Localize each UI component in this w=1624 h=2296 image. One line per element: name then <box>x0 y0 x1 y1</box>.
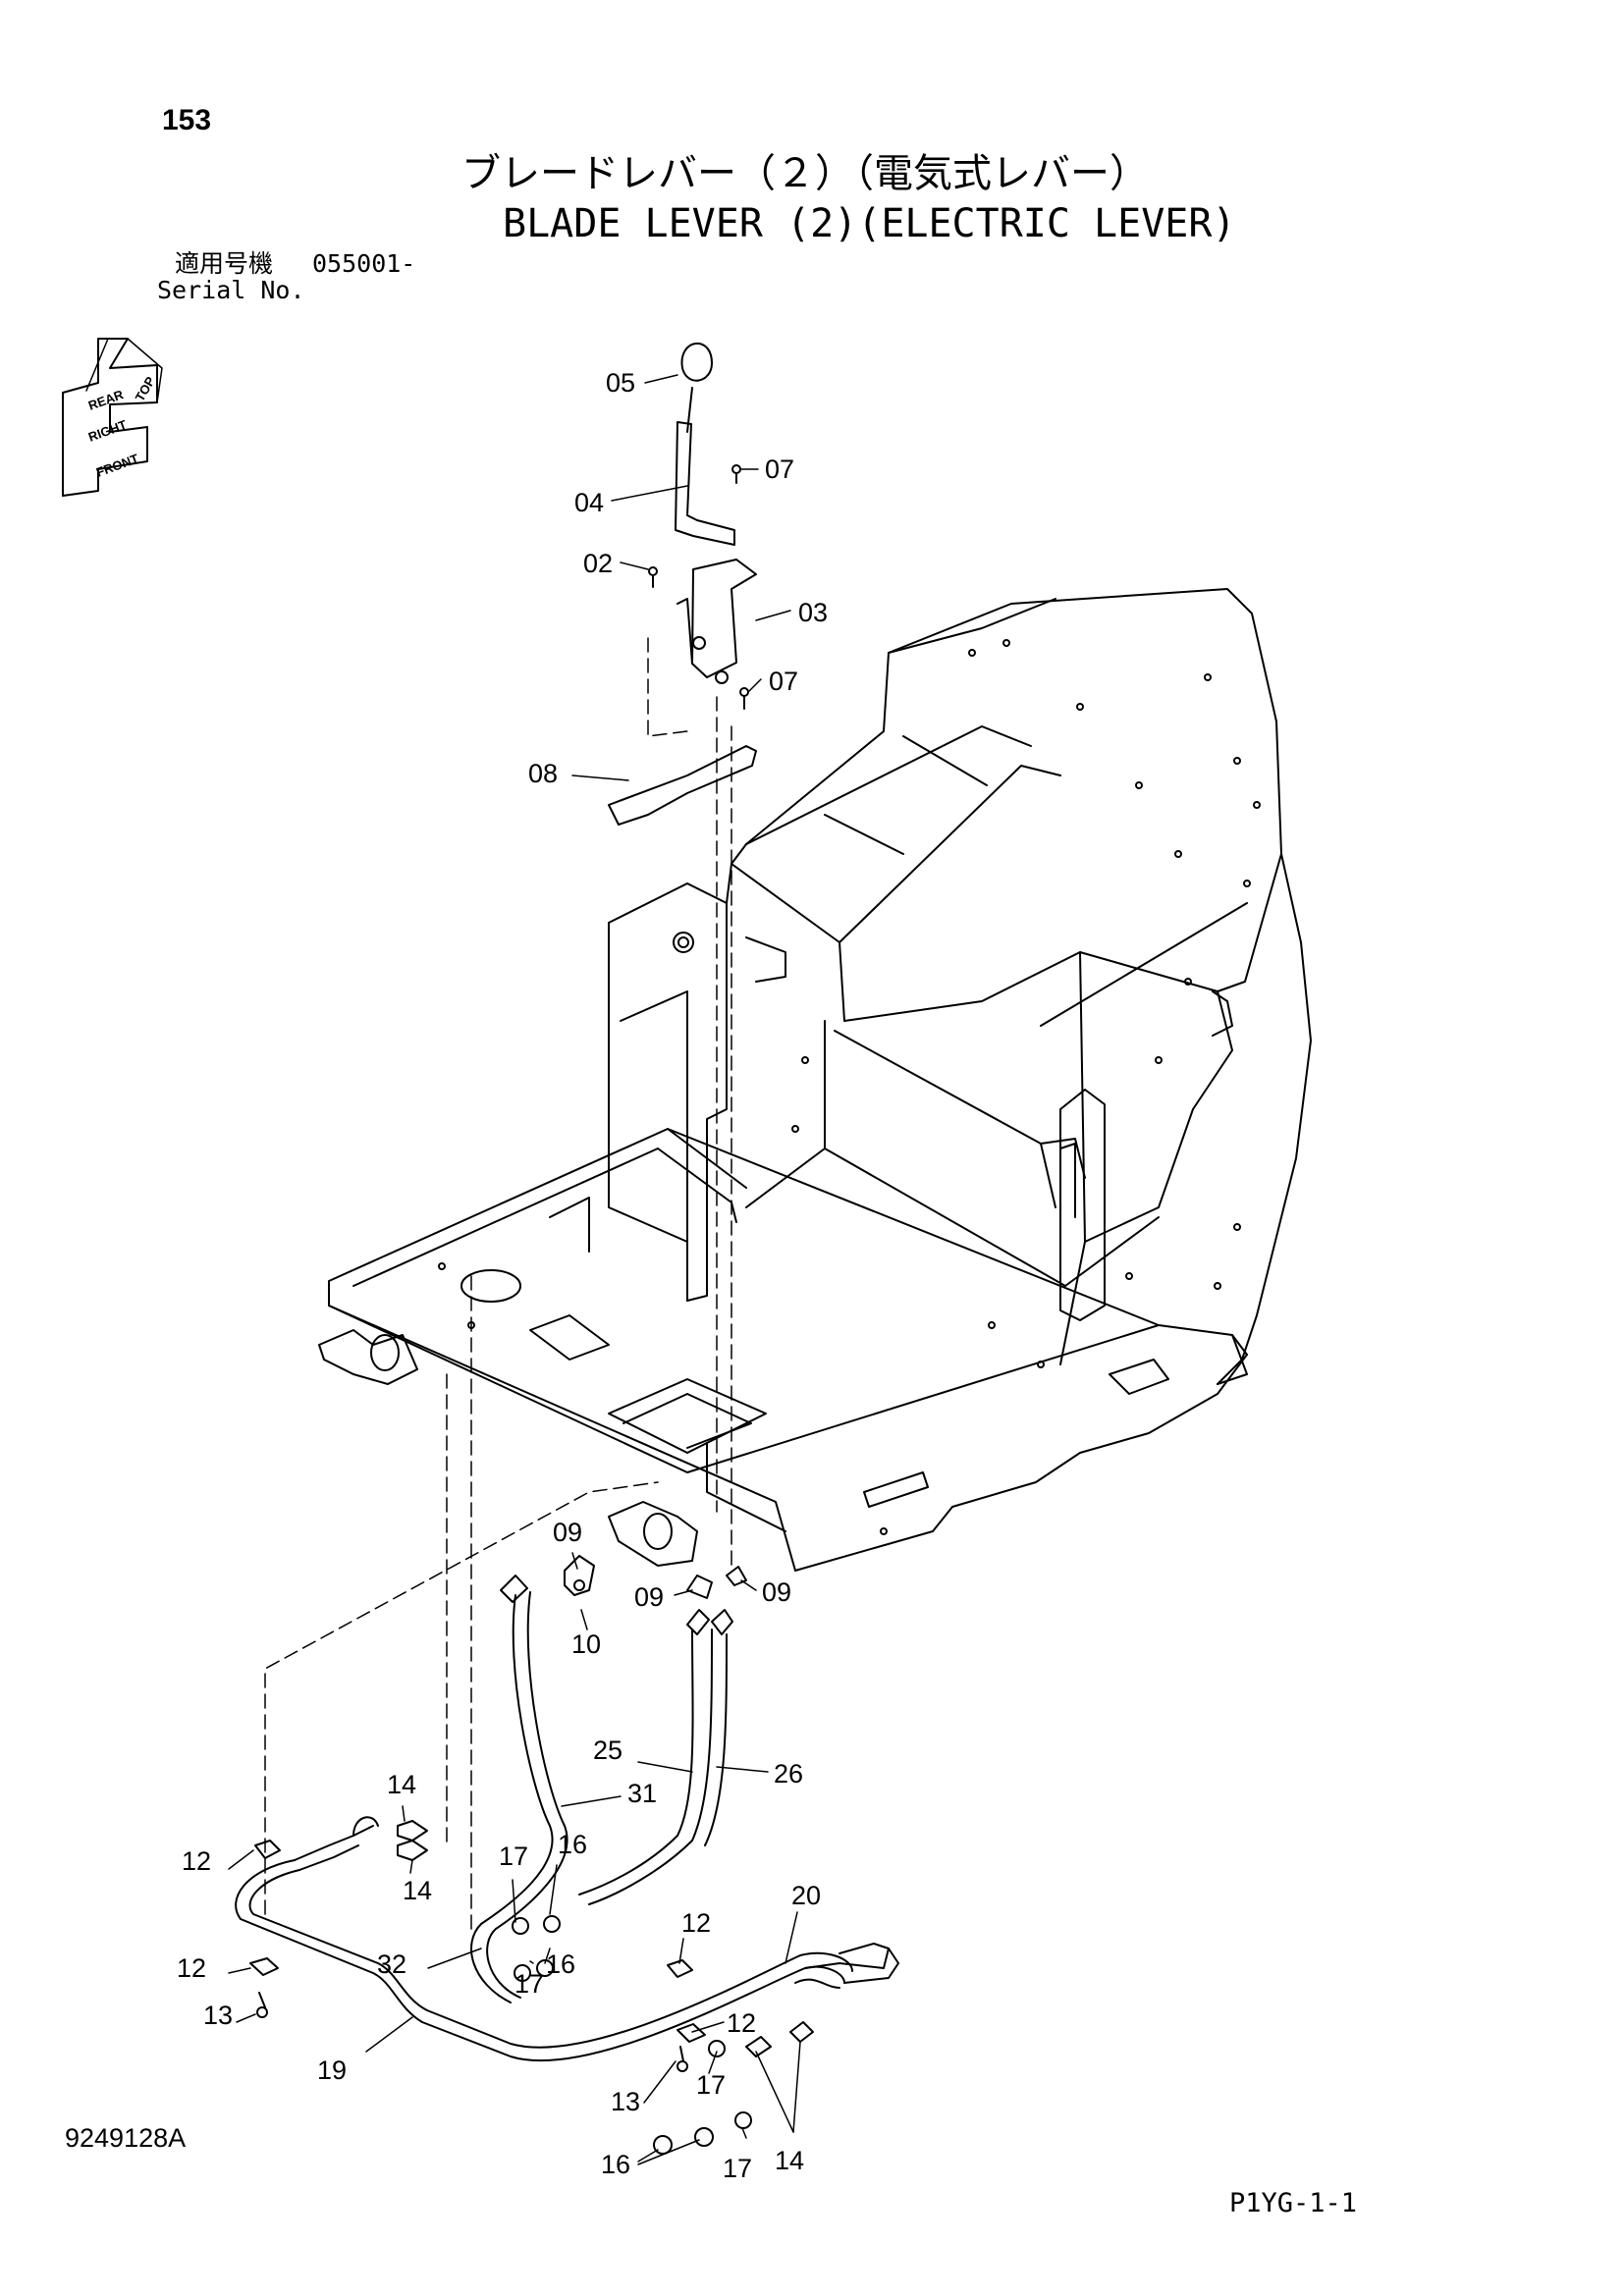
lever-rod <box>675 421 735 546</box>
callout-label: 12 <box>681 1908 711 1938</box>
lever-switch-box <box>691 559 757 678</box>
callout-label: 07 <box>765 454 794 484</box>
callout-label: 10 <box>571 1629 601 1659</box>
callout-label: 17 <box>723 2154 752 2183</box>
callout-label: 12 <box>182 1846 211 1876</box>
applicability-label-japanese: 適用号機 <box>175 249 274 278</box>
callout-label: 17 <box>499 1842 528 1871</box>
callout-label: 20 <box>791 1881 821 1910</box>
serial-number-label: Serial No. <box>157 276 305 304</box>
serial-number-range: 055001- <box>312 249 416 278</box>
orientation-label: RIGHT <box>86 417 129 445</box>
callout-label: 14 <box>387 1770 416 1799</box>
callout-label: 17 <box>696 2070 726 2100</box>
callout-label: 13 <box>611 2087 640 2116</box>
callout-label: 13 <box>203 2001 233 2030</box>
orientation-label: FRONT <box>94 451 140 479</box>
page-title-japanese: ブレードレバー（２）（電気式レバー） <box>461 151 1149 196</box>
callout-label: 02 <box>583 549 613 578</box>
callout-label: 09 <box>634 1582 664 1612</box>
page-code: P1YG-1-1 <box>1229 2188 1358 2218</box>
callout-label: 12 <box>727 2008 756 2038</box>
alignment-lines <box>264 598 732 1935</box>
callout-labels: 05 07 04 02 03 07 08 09 09 09 10 25 26 3… <box>177 368 828 2183</box>
blade-lever-assembly <box>608 343 757 826</box>
callout-label: 31 <box>627 1779 657 1808</box>
callout-label: 09 <box>762 1577 791 1607</box>
drawing-number: 9249128A <box>65 2123 187 2153</box>
callout-label: 32 <box>377 1949 406 1979</box>
callout-label: 16 <box>558 1830 587 1859</box>
orientation-label: REAR <box>86 387 126 413</box>
page-title-english: BLADE LEVER (2)(ELECTRIC LEVER) <box>503 201 1236 246</box>
mounting-bracket <box>608 745 757 826</box>
callout-label: 17 <box>514 1969 544 1999</box>
orientation-indicator: TOP REAR RIGHT FRONT <box>62 338 163 497</box>
callout-label: 07 <box>769 667 798 696</box>
leader-lines <box>228 374 801 2165</box>
callout-label: 04 <box>574 488 604 517</box>
hose-assembly <box>235 1575 899 2062</box>
callout-label: 19 <box>317 2056 347 2085</box>
callout-label: 05 <box>606 368 635 398</box>
callout-label: 14 <box>403 1876 432 1905</box>
callout-label: 16 <box>601 2150 630 2179</box>
lever-knob <box>680 343 713 382</box>
small-hardware <box>249 1555 840 2155</box>
page-number: 153 <box>162 104 212 136</box>
frame-assembly <box>318 588 1312 1572</box>
callout-label: 26 <box>774 1759 803 1789</box>
callout-label: 12 <box>177 1953 206 1983</box>
callout-label: 09 <box>553 1518 582 1547</box>
callout-label: 08 <box>528 759 558 788</box>
valve-10 <box>564 1555 595 1596</box>
callout-label: 25 <box>593 1735 623 1765</box>
callout-label: 16 <box>546 1949 575 1979</box>
callout-label: 14 <box>775 2146 804 2175</box>
orientation-label: TOP <box>133 374 158 404</box>
callout-label: 03 <box>798 598 828 627</box>
